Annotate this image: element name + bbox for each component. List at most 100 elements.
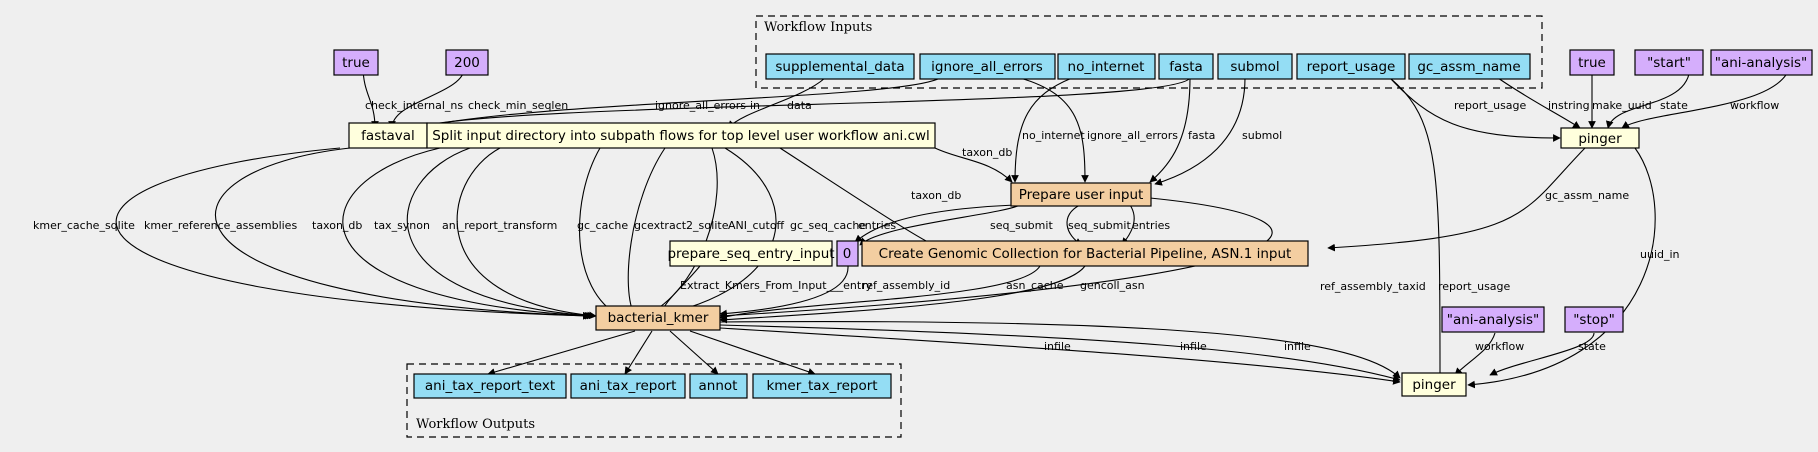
step-create-genomic-collection[interactable]: Create Genomic Collection for Bacterial …: [861, 240, 1309, 267]
edge-label: tax_synon: [374, 219, 430, 232]
edge-label: ref_assembly_id: [862, 279, 950, 292]
edge-label: gc_assm_name: [1545, 189, 1629, 202]
svg-text:bacterial_kmer: bacterial_kmer: [608, 310, 709, 326]
edge-create-kmer-1: [719, 265, 1041, 321]
edge-label: uuid_in: [1640, 248, 1680, 261]
svg-text:"ani-analysis": "ani-analysis": [1715, 55, 1808, 71]
edge-label: gcextract2_sqlite: [634, 219, 729, 232]
input-no-internet[interactable]: no_internet: [1057, 53, 1156, 80]
const-ani-analysis-top[interactable]: "ani-analysis": [1710, 49, 1813, 76]
step-prepare-user-input[interactable]: Prepare user input: [1010, 182, 1152, 207]
const-true-fastaval[interactable]: true: [333, 49, 379, 76]
svg-text:annot: annot: [699, 378, 738, 394]
const-start[interactable]: "start": [1634, 49, 1704, 76]
edge-label: infile: [1180, 340, 1207, 353]
edge-label: fasta: [1188, 129, 1215, 142]
edge-label: entries: [1132, 219, 1170, 232]
edge-label: Extract_Kmers_From_Input___entry: [680, 279, 873, 292]
input-gc-assm-name[interactable]: gc_assm_name: [1408, 53, 1531, 80]
edge-label: entries: [858, 219, 896, 232]
edge-pinger-pinger: [1467, 147, 1656, 389]
input-ignore-all-errors[interactable]: ignore_all_errors: [919, 53, 1056, 80]
edge-gc-pinger-top: [1497, 77, 1581, 129]
svg-text:gc_assm_name: gc_assm_name: [1417, 59, 1520, 75]
output-annot[interactable]: annot: [689, 373, 748, 399]
step-split-input-directory[interactable]: Split input directory into subpath flows…: [426, 122, 936, 149]
edge-label: report_usage: [1454, 99, 1527, 112]
edge-fasta-fastaval: [411, 77, 1191, 130]
edge-kmer-out-1: [487, 330, 636, 376]
input-supplemental-data[interactable]: supplemental_data: [765, 53, 915, 80]
svg-text:"ani-analysis": "ani-analysis": [1447, 312, 1540, 328]
edge-ani-pinger-top: [1621, 65, 1791, 129]
edge-label: gencoll_asn: [1080, 279, 1145, 292]
edges: [115, 65, 1791, 389]
edge-split-kmer-1: [115, 147, 591, 320]
edge-label: check_internal_ns: [365, 99, 463, 112]
edge-split-kmer-6: [579, 147, 621, 317]
output-ani-tax-report-text[interactable]: ani_tax_report_text: [413, 373, 567, 399]
edge-0-kmer: [719, 265, 849, 318]
edge-label: taxon_db: [312, 219, 362, 232]
svg-text:Create Genomic Collection for: Create Genomic Collection for Bacterial …: [879, 246, 1292, 262]
svg-text:0: 0: [843, 246, 852, 262]
edge-label: instring: [1548, 99, 1590, 112]
input-submol[interactable]: submol: [1217, 53, 1293, 80]
edge-label: ignore_all_errors: [655, 99, 746, 112]
edge-ignore-fastaval: [414, 77, 941, 131]
edge-label: data: [787, 99, 812, 112]
svg-text:report_usage: report_usage: [1307, 59, 1396, 75]
svg-text:supplemental_data: supplemental_data: [775, 59, 904, 75]
edge-create-kmer-2: [719, 265, 1086, 324]
svg-text:kmer_tax_report: kmer_tax_report: [766, 378, 877, 394]
edge-label: check_min_seqlen: [468, 99, 568, 112]
edge-kmer-out-3: [669, 330, 719, 375]
edge-fasta-prepare: [1149, 77, 1191, 183]
edge-prepare-seqsubmit: [859, 204, 1021, 246]
edge-label: report_usage: [1438, 280, 1511, 293]
input-report-usage[interactable]: report_usage: [1296, 53, 1406, 80]
svg-text:pinger: pinger: [1578, 131, 1622, 147]
step-bacterial-kmer[interactable]: bacterial_kmer: [595, 305, 721, 331]
const-0[interactable]: 0: [836, 240, 859, 267]
edge-ignore-prepare: [1019, 77, 1089, 183]
svg-text:prepare_seq_entry_input: prepare_seq_entry_input: [667, 246, 834, 262]
edge-label: ani_report_transform: [442, 219, 557, 232]
output-ani-tax-report[interactable]: ani_tax_report: [570, 373, 686, 399]
svg-text:fastaval: fastaval: [361, 128, 415, 144]
edge-label: asn_cache: [1006, 279, 1064, 292]
svg-text:200: 200: [454, 55, 480, 71]
const-stop[interactable]: "stop": [1564, 306, 1624, 333]
svg-text:no_internet: no_internet: [1068, 59, 1145, 75]
svg-text:Split input directory into sub: Split input directory into subpath flows…: [432, 128, 930, 144]
edge-label: infile: [1284, 340, 1311, 353]
edge-label: workflow: [1475, 340, 1524, 353]
edge-kmer-pinger-3: [719, 320, 1401, 379]
workflow-outputs-title: Workflow Outputs: [416, 417, 535, 432]
edge-kmer-pinger-2: [719, 324, 1401, 382]
svg-text:fasta: fasta: [1169, 59, 1203, 75]
step-pinger-top[interactable]: pinger: [1560, 127, 1640, 149]
edge-nointernet-prepare: [1011, 77, 1073, 183]
const-ani-analysis-bottom[interactable]: "ani-analysis": [1441, 306, 1545, 333]
edge-label: gc_cache: [577, 219, 628, 232]
edge-label: taxon_db: [911, 189, 961, 202]
svg-text:"start": "start": [1647, 55, 1691, 71]
edge-label: ignore_all_errors: [1087, 129, 1178, 142]
edge-split-kmer-3: [342, 147, 593, 320]
step-pinger-bottom[interactable]: pinger: [1401, 372, 1467, 397]
step-prepare-seq-entry-input[interactable]: prepare_seq_entry_input: [667, 240, 835, 267]
edge-label: kmer_reference_assemblies: [144, 219, 297, 232]
edge-label: gc_seq_cache: [790, 219, 866, 232]
output-kmer-tax-report[interactable]: kmer_tax_report: [752, 373, 892, 399]
const-true-pinger[interactable]: true: [1569, 49, 1615, 76]
const-200[interactable]: 200: [445, 49, 489, 76]
step-fastaval[interactable]: fastaval: [348, 122, 428, 149]
svg-text:true: true: [1578, 55, 1606, 71]
edge-split-prepare: [934, 147, 1013, 183]
edge-label: ref_assembly_taxid: [1320, 280, 1426, 293]
edge-labels: check_internal_ns check_min_seqlen ignor…: [33, 99, 1779, 353]
edge-label: infile: [1044, 340, 1071, 353]
input-fasta[interactable]: fasta: [1158, 53, 1214, 80]
